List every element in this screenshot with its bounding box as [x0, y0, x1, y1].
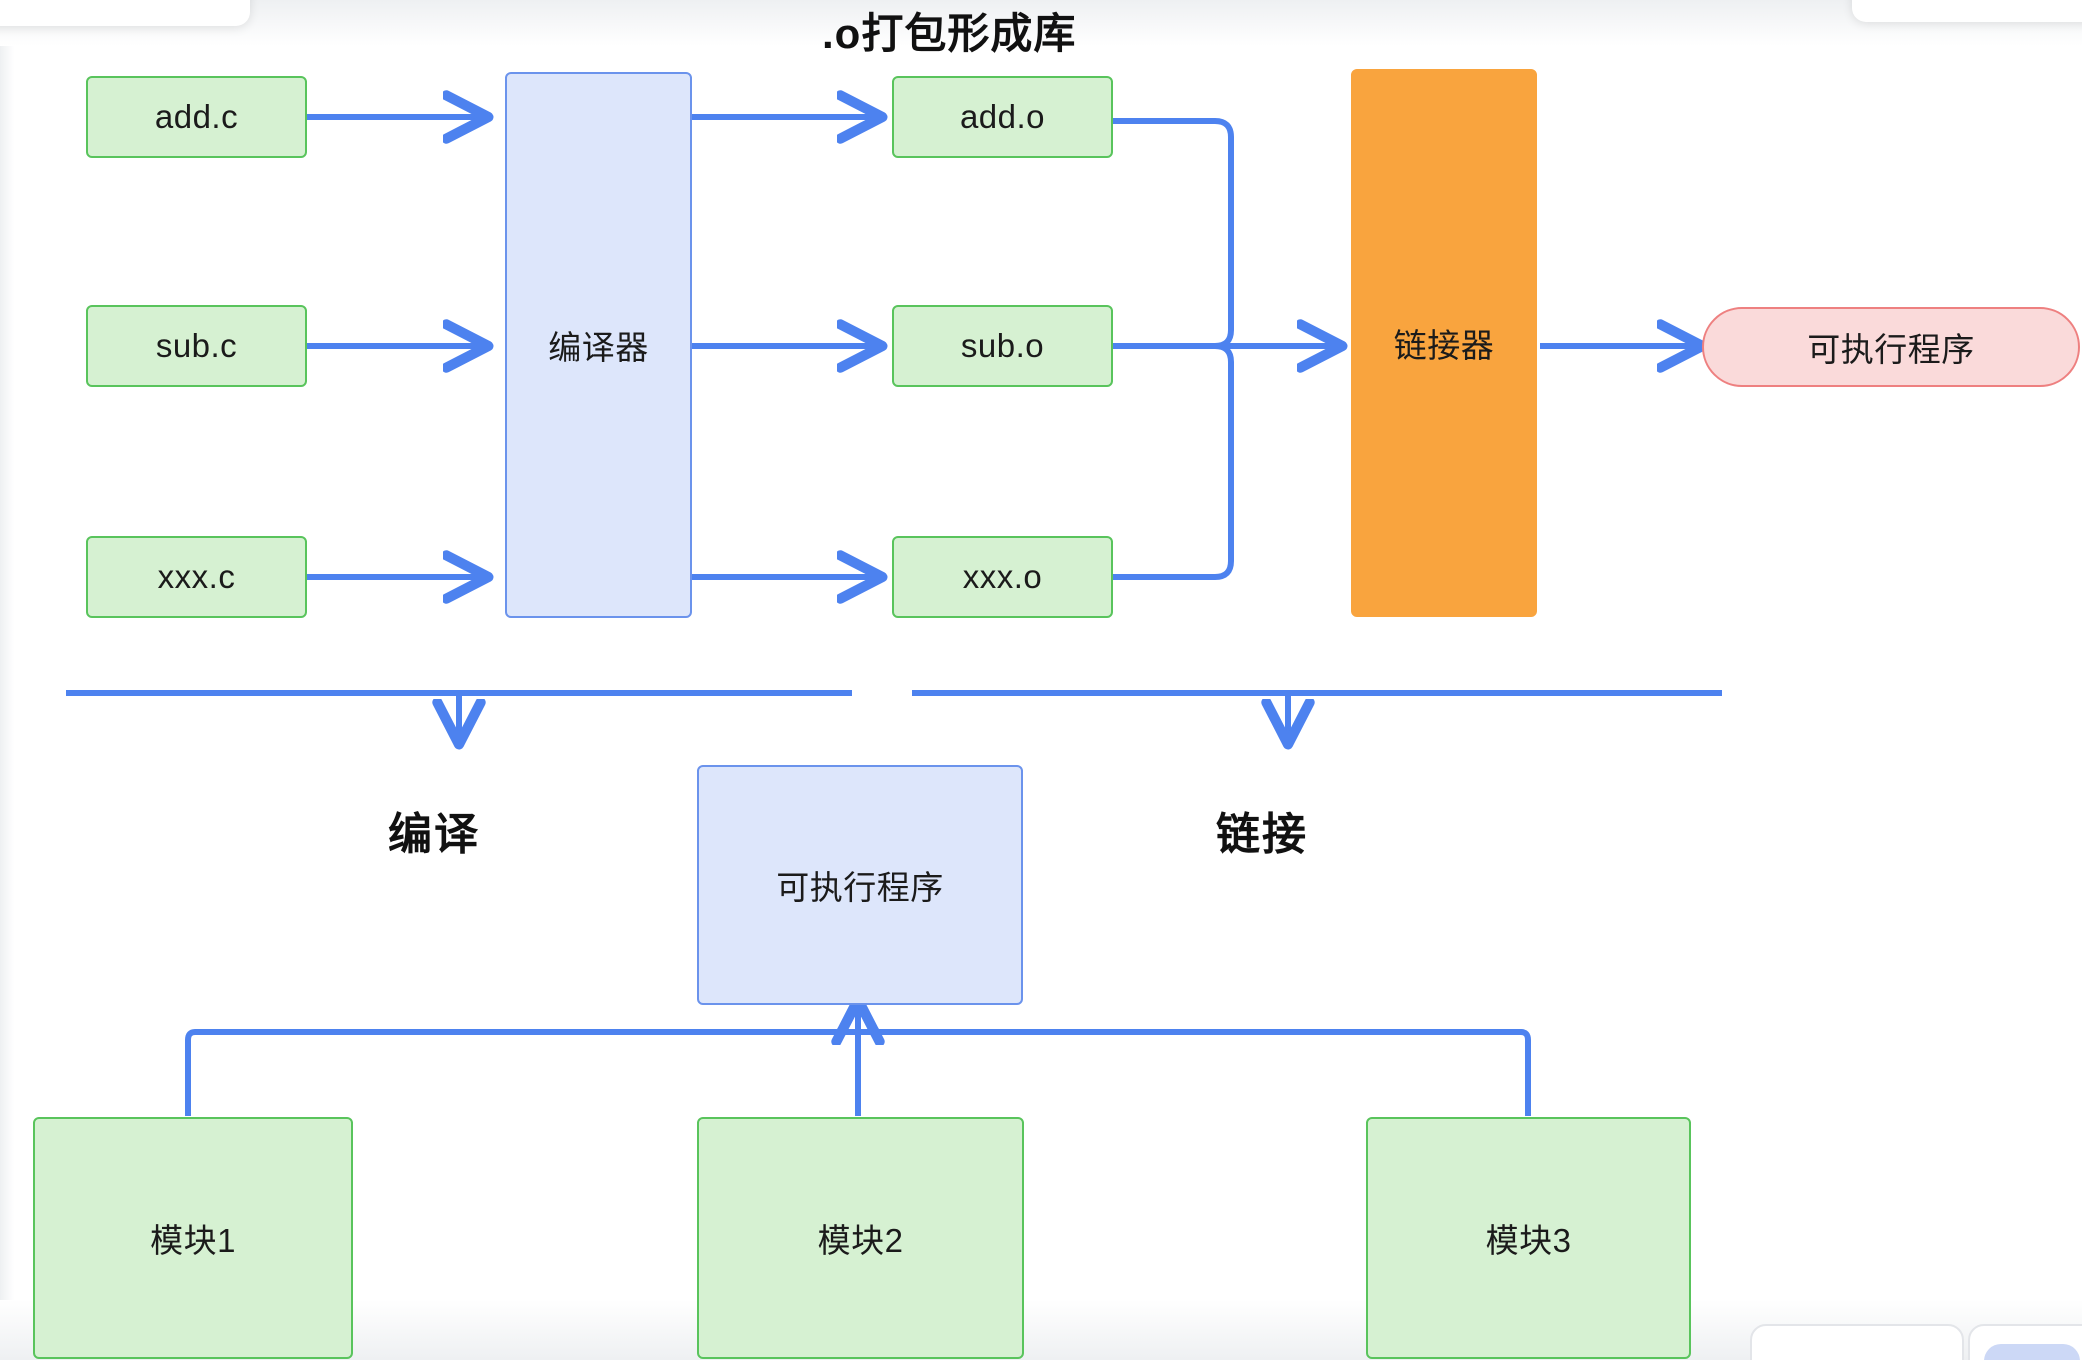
node-source-xxx-c[interactable]: xxx.c [86, 536, 307, 618]
node-object-xxx-o[interactable]: xxx.o [892, 536, 1113, 618]
node-label: 模块3 [1485, 1222, 1572, 1259]
node-label: sub.o [960, 327, 1045, 364]
top-left-toolbar-panel[interactable]: ● [0, 0, 250, 26]
bottom-right-pill-a[interactable] [1750, 1324, 1964, 1360]
node-label: add.c [154, 98, 239, 135]
node-source-sub-c[interactable]: sub.c [86, 305, 307, 387]
node-linker[interactable]: 链接器 [1351, 69, 1537, 617]
node-label: 模块2 [817, 1222, 904, 1259]
node-label: 模块1 [150, 1222, 236, 1259]
top-edge-shade [0, 0, 2082, 46]
node-module-2[interactable]: 模块2 [697, 1117, 1024, 1359]
node-label: 可执行程序 [776, 869, 944, 906]
left-edge-shade [0, 0, 14, 1360]
node-label: xxx.c [157, 558, 236, 595]
bottom-right-pill-b[interactable] [1968, 1324, 2082, 1360]
node-source-add-c[interactable]: add.c [86, 76, 307, 158]
node-label: 可执行程序 [1807, 331, 1975, 368]
phase-label-link: 链接 [1216, 810, 1308, 859]
node-object-add-o[interactable]: add.o [892, 76, 1113, 158]
node-label: 编译器 [548, 329, 649, 366]
phase-label-compile: 编译 [388, 810, 480, 859]
node-compiler[interactable]: 编译器 [505, 72, 692, 618]
node-label: add.o [959, 98, 1046, 135]
node-lower-executable[interactable]: 可执行程序 [697, 765, 1023, 1005]
node-module-1[interactable]: 模块1 [33, 1117, 353, 1359]
diagram-title: .o打包形成库 [822, 10, 1077, 57]
node-label: xxx.o [962, 558, 1043, 595]
node-executable-output[interactable]: 可执行程序 [1702, 307, 2080, 387]
top-right-toolbar-panel[interactable] [1852, 0, 2082, 22]
node-label: sub.c [155, 327, 238, 364]
node-module-3[interactable]: 模块3 [1366, 1117, 1691, 1359]
node-label: 链接器 [1393, 327, 1495, 364]
node-object-sub-o[interactable]: sub.o [892, 305, 1113, 387]
